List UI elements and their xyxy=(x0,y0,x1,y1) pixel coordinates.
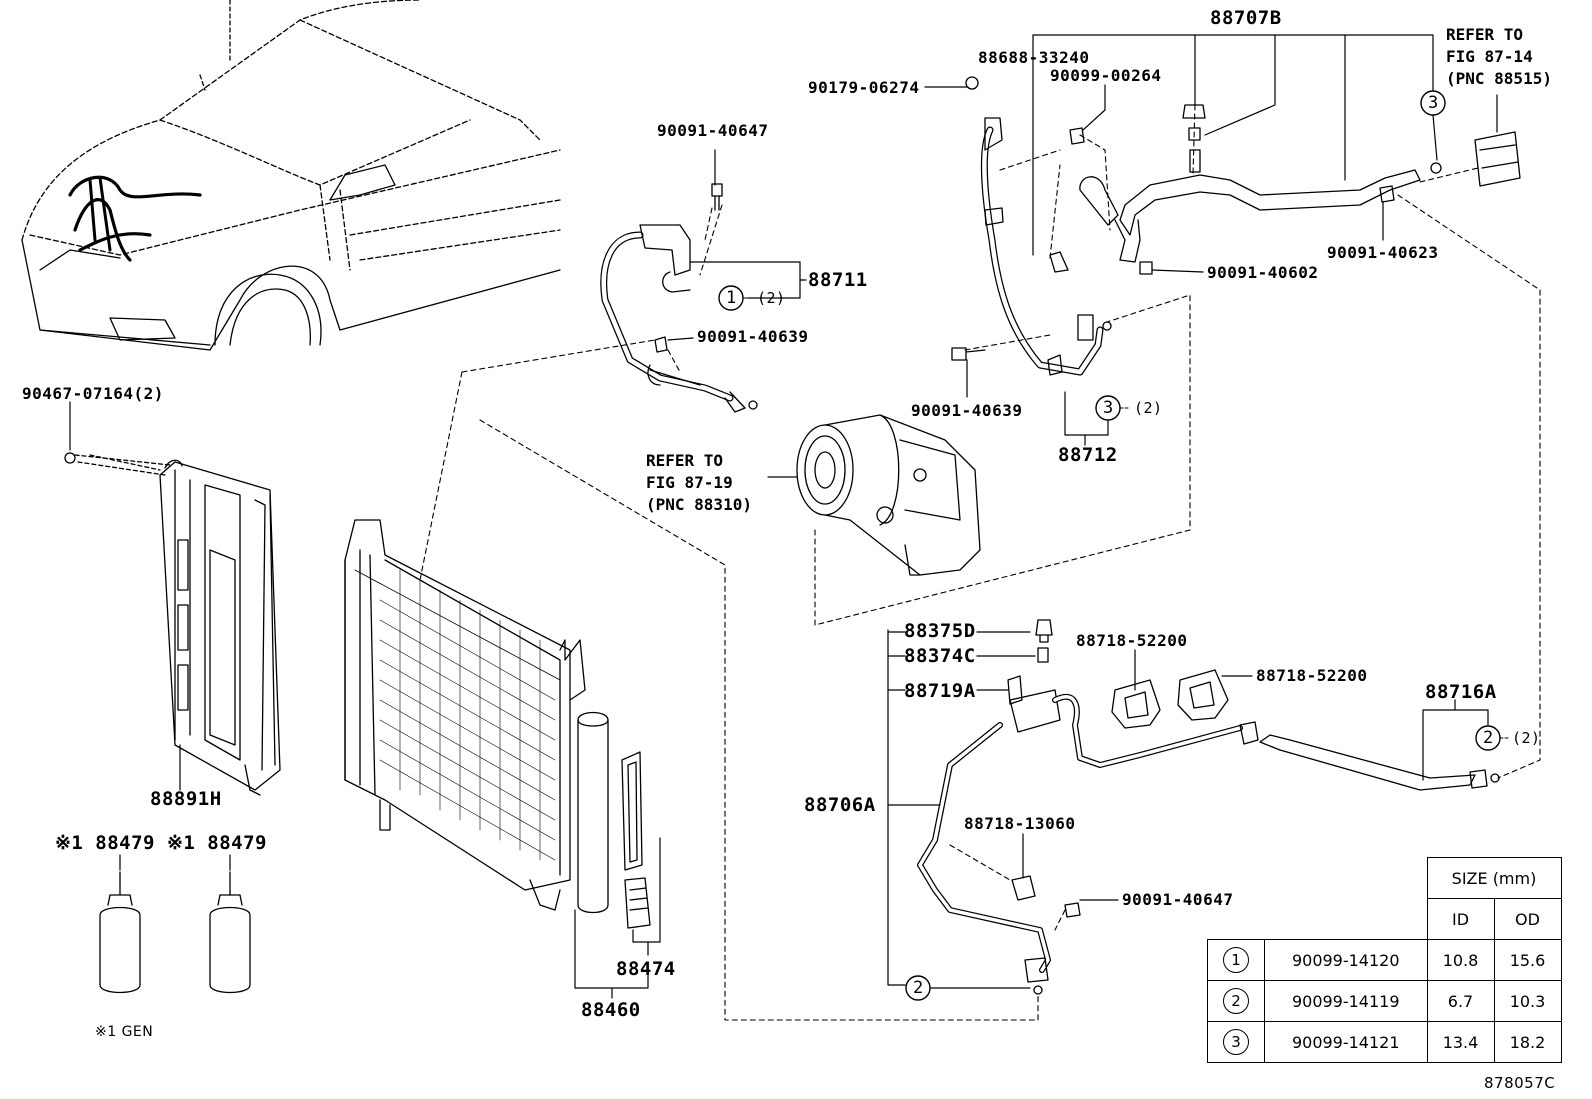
refer-fig-87-14: REFER TO FIG 87-14 (PNC 88515) xyxy=(1446,25,1552,88)
table-row: 1 90099-14120 10.8 15.6 xyxy=(1207,939,1562,981)
part-label-90467-07164: 90467-07164(2) xyxy=(22,384,164,403)
qty-label: (2) xyxy=(1512,729,1541,747)
size-header: SIZE (mm) xyxy=(1426,857,1562,899)
part-label-90099-00264: 90099-00264 xyxy=(1050,66,1162,85)
part-label-88479: ※1 88479 xyxy=(55,832,155,854)
part-label-88716a: 88716A xyxy=(1425,681,1497,703)
part-label-88891h: 88891H xyxy=(150,788,222,810)
inner-diameter: 6.7 xyxy=(1426,980,1495,1022)
part-label-90091-40623: 90091-40623 xyxy=(1327,243,1439,262)
inner-diameter: 13.4 xyxy=(1426,1021,1495,1063)
part-label-88719a: 88719A xyxy=(904,680,976,702)
ring-marker-2 xyxy=(905,975,931,1001)
figure-code: 878057C xyxy=(1484,1074,1556,1092)
table-row: 3 90099-14121 13.4 18.2 xyxy=(1207,1021,1562,1063)
ring-ref: 2 xyxy=(1223,988,1249,1014)
part-label-90179-06274: 90179-06274 xyxy=(808,78,920,97)
ring-number-3: 3 xyxy=(1428,93,1439,113)
part-label-88688-33240: 88688-33240 xyxy=(978,48,1090,67)
side-panel-88891h xyxy=(64,452,281,796)
part-label-88706a: 88706A xyxy=(804,794,876,816)
part-label-90091-40647: 90091-40647 xyxy=(1122,890,1234,909)
ring-ref: 1 xyxy=(1223,947,1249,973)
ring-number-1: 1 xyxy=(726,288,737,308)
compressor xyxy=(796,414,981,576)
ring-ref: 3 xyxy=(1223,1029,1249,1055)
refer-fig-87-19: REFER TO FIG 87-19 (PNC 88310) xyxy=(646,451,752,514)
part-label-88712: 88712 xyxy=(1058,444,1118,466)
ring-number-2: 2 xyxy=(913,978,924,998)
part-number: 90099-14121 xyxy=(1264,1021,1428,1063)
part-label-90091-40647: 90091-40647 xyxy=(657,121,769,140)
part-label-90091-40639: 90091-40639 xyxy=(911,401,1023,420)
qty-label: (2) xyxy=(757,289,786,307)
part-label-88718-52200: 88718-52200 xyxy=(1076,631,1188,650)
ring-marker-3 xyxy=(1420,90,1446,116)
leader-lines xyxy=(69,34,1498,999)
refrigerant-cans xyxy=(99,871,251,994)
part-label-88711: 88711 xyxy=(808,269,868,291)
table-row: 2 90099-14119 6.7 10.3 xyxy=(1207,980,1562,1022)
ring-number-3: 3 xyxy=(1103,398,1114,418)
vehicle-outline xyxy=(21,0,561,351)
part-label-88460: 88460 xyxy=(581,999,641,1021)
col-od-header: OD xyxy=(1493,898,1562,940)
part-number: 90099-14120 xyxy=(1264,939,1428,981)
outer-diameter: 18.2 xyxy=(1493,1021,1562,1063)
pipe-88706a xyxy=(917,619,1500,995)
hose-88712 xyxy=(951,76,1112,376)
ring-number-2: 2 xyxy=(1483,728,1494,748)
qty-label: (2) xyxy=(1134,399,1163,417)
part-label-88375d: 88375D xyxy=(904,620,976,642)
part-label-90091-40602: 90091-40602 xyxy=(1207,263,1319,282)
gen-note: ※1 GEN xyxy=(95,1024,154,1040)
part-label-88474: 88474 xyxy=(616,958,676,980)
part-label-88718-13060: 88718-13060 xyxy=(964,814,1076,833)
part-label-88479: ※1 88479 xyxy=(167,832,267,854)
outer-diameter: 15.6 xyxy=(1493,939,1562,981)
part-number: 90099-14119 xyxy=(1264,980,1428,1022)
part-label-88707b: 88707B xyxy=(1210,7,1282,29)
connection-lines xyxy=(419,104,1541,1021)
ring-marker-1 xyxy=(718,285,744,311)
pipe-88707b xyxy=(1049,104,1521,275)
part-label-90091-40639: 90091-40639 xyxy=(697,327,809,346)
part-label-88374c: 88374C xyxy=(904,645,976,667)
col-id-header: ID xyxy=(1426,898,1495,940)
hose-88711 xyxy=(600,183,758,413)
condenser-88460 xyxy=(344,519,651,929)
oring-size-table: SIZE (mm) ID OD 1 90099-14120 10.8 15.6 … xyxy=(1207,857,1562,1063)
part-label-88718-52200: 88718-52200 xyxy=(1256,666,1368,685)
outer-diameter: 10.3 xyxy=(1493,980,1562,1022)
inner-diameter: 10.8 xyxy=(1426,939,1495,981)
